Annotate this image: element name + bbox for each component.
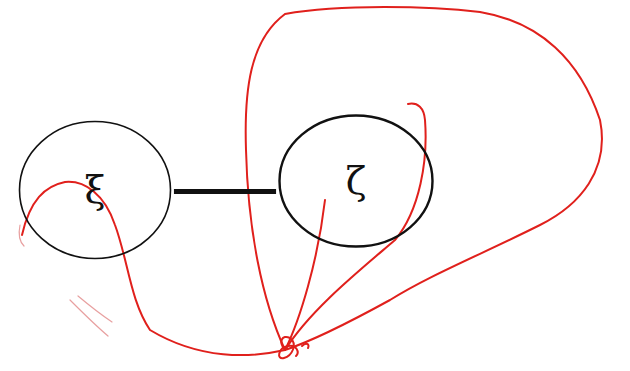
red-loop [22,182,285,355]
node-symbol: ζ [346,162,367,200]
red-loop [246,7,602,350]
circle-outline [280,116,433,247]
node-symbol: ξ [85,171,106,209]
red-mark [302,344,309,348]
circle-node: ξ [18,120,172,260]
circle-node: ζ [278,114,434,248]
red-loop [285,200,325,350]
sketch-stroke [78,296,112,322]
circle-outline [20,122,171,259]
sketch-stroke [19,225,24,246]
red-loop [285,104,426,350]
thick-connector [174,189,276,194]
red-knot [279,337,298,358]
